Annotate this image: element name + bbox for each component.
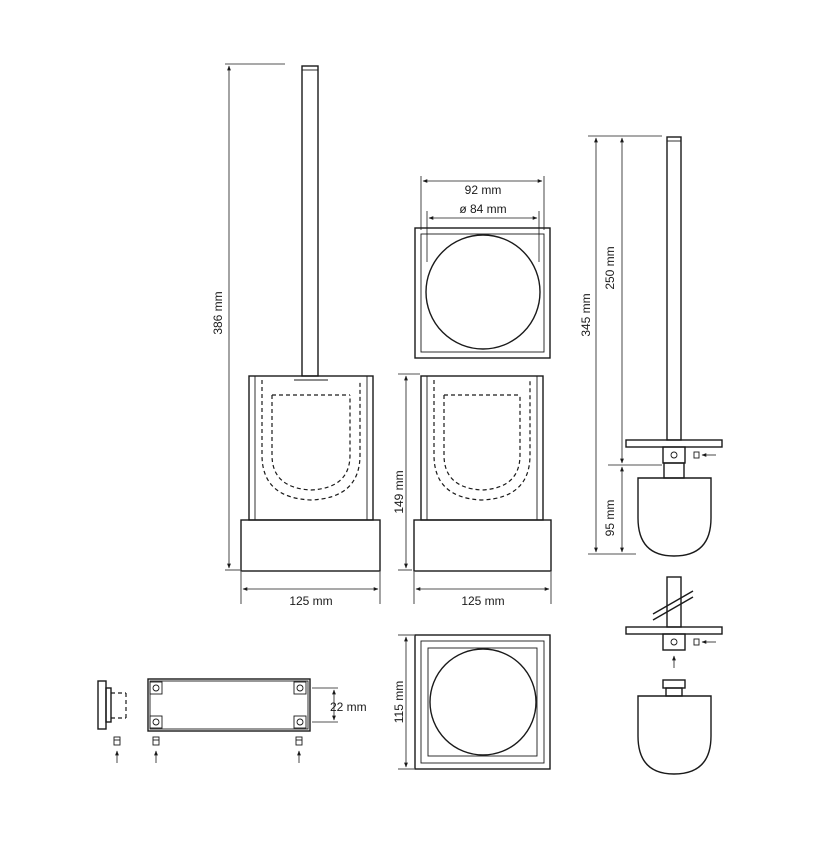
dim-handle-length: 250 mm bbox=[603, 246, 617, 289]
screw-icon bbox=[113, 736, 121, 763]
dim-mount-spacing: 22 mm bbox=[330, 700, 367, 714]
dim-brush-head: 95 mm bbox=[603, 500, 617, 537]
front-view: 386 mm 125 mm bbox=[211, 63, 381, 608]
screw-hole bbox=[293, 715, 307, 729]
screw-hole bbox=[149, 715, 163, 729]
dim-top-outer-width: 92 mm bbox=[465, 183, 502, 197]
dim-total-height: 386 mm bbox=[211, 291, 225, 334]
dim-bottom-depth: 115 mm bbox=[392, 681, 406, 723]
dim-inner-diameter: ø 84 mm bbox=[459, 202, 506, 216]
screw-icon bbox=[152, 736, 160, 763]
screw-hole bbox=[293, 681, 307, 695]
brush-assembled: 345 mm 250 mm 95 mm bbox=[579, 135, 723, 557]
side-view: 149 mm 125 mm bbox=[392, 373, 552, 608]
dim-brush-total: 345 mm bbox=[579, 293, 593, 336]
screw-icon bbox=[295, 736, 303, 763]
screw-hole bbox=[149, 681, 163, 695]
dim-base-width-side: 125 mm bbox=[461, 594, 504, 608]
brush-exploded bbox=[625, 576, 723, 775]
wall-mount: 22 mm bbox=[97, 678, 367, 763]
bottom-view: 115 mm bbox=[392, 634, 551, 770]
dim-cup-height: 149 mm bbox=[392, 470, 406, 513]
dim-base-width-front: 125 mm bbox=[289, 594, 332, 608]
top-view: 92 mm ø 84 mm bbox=[414, 176, 551, 359]
